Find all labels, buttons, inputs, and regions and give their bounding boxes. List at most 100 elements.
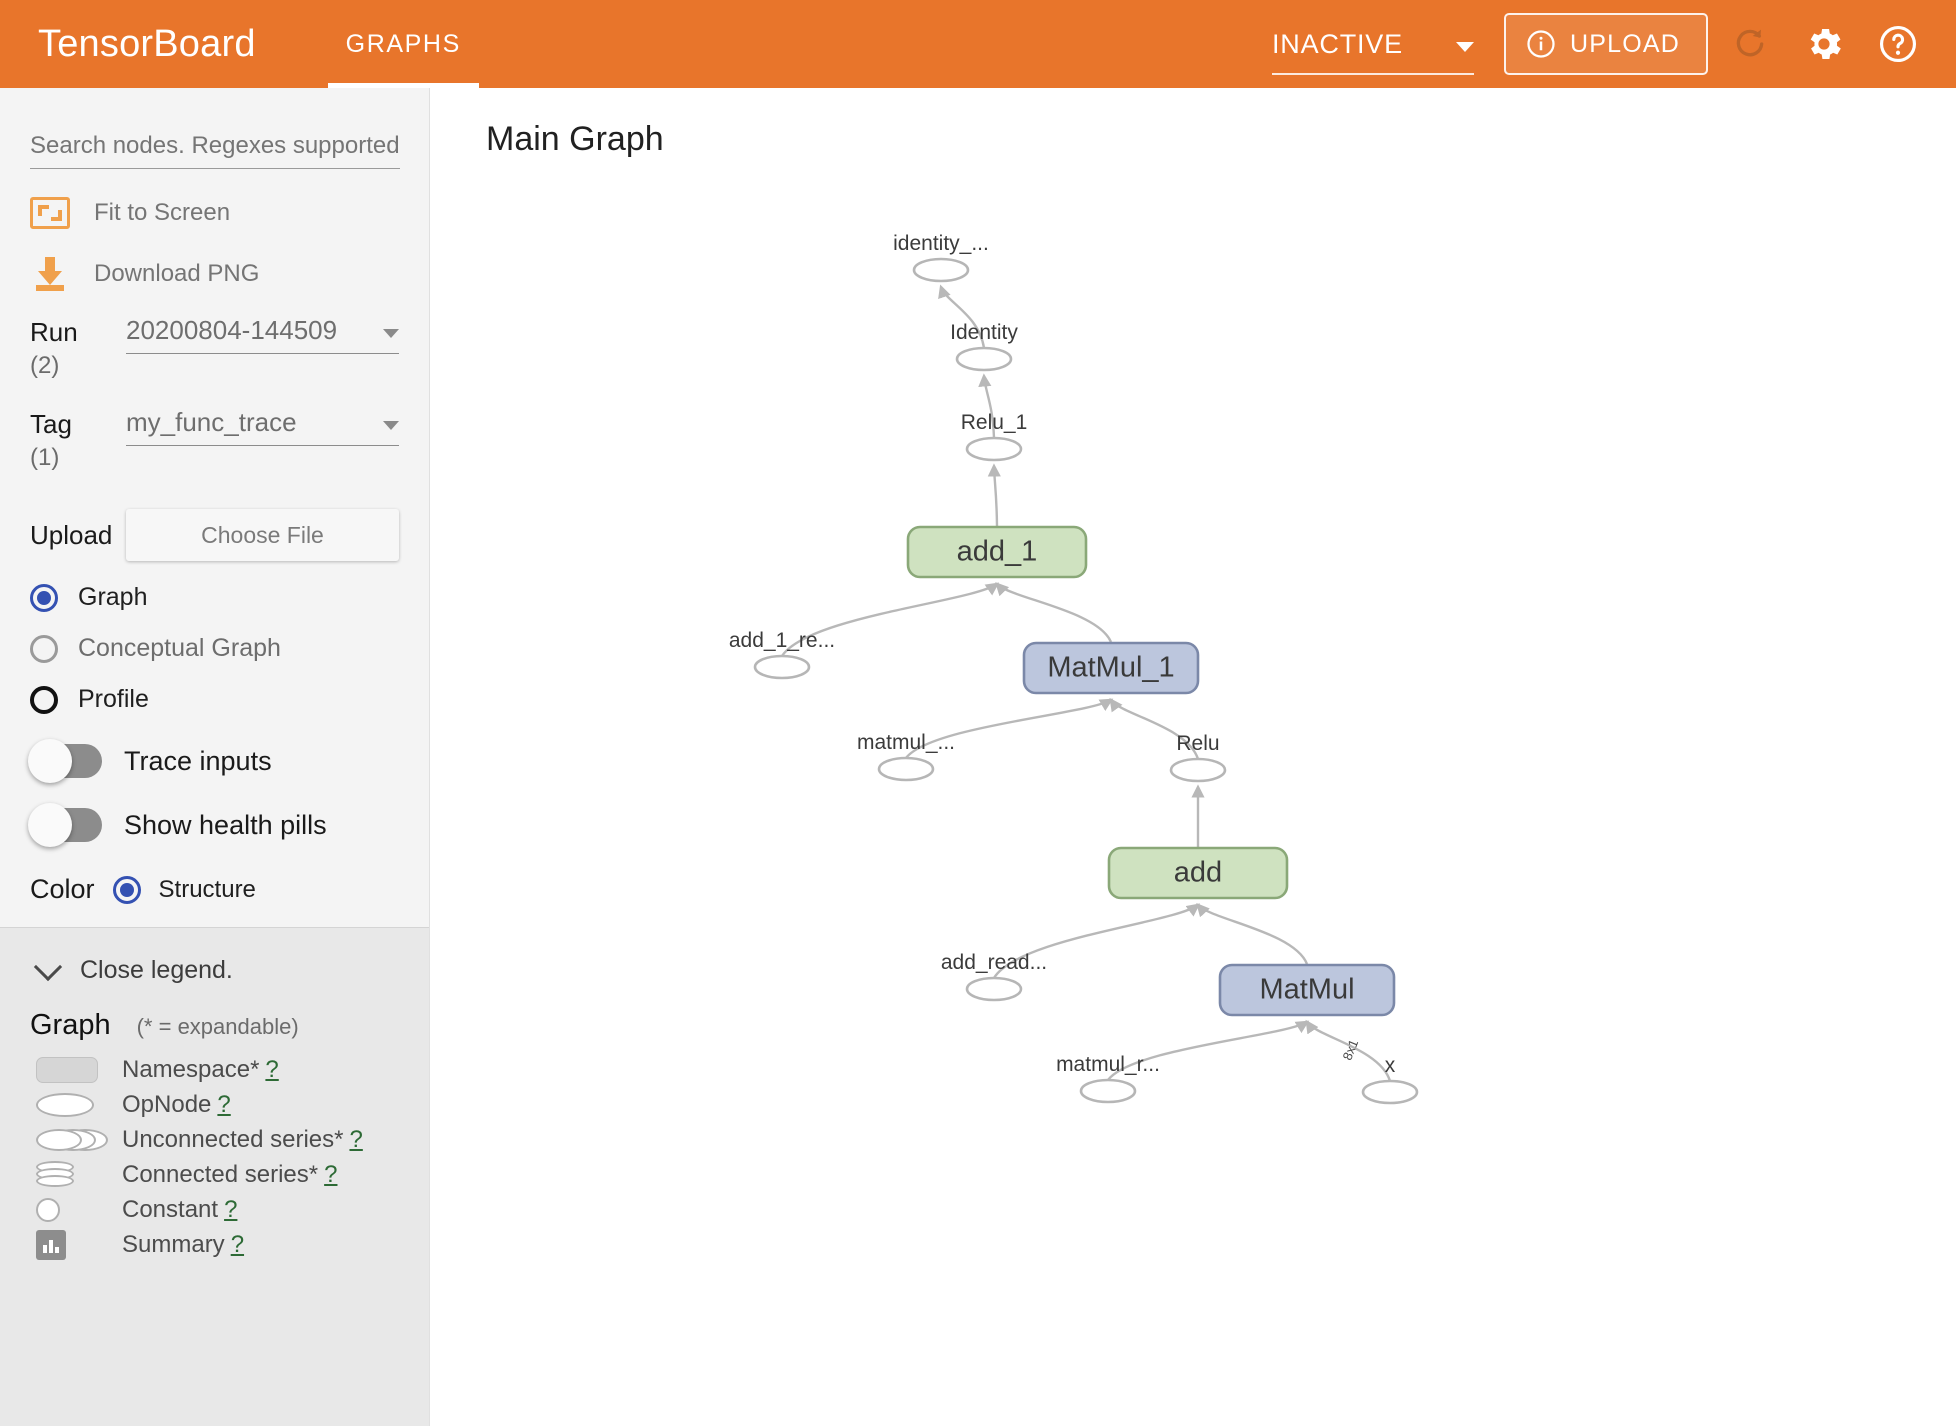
op-node-shape (1361, 1079, 1419, 1105)
graph-edge (978, 373, 996, 439)
graph-edge (905, 698, 1114, 759)
op-node-shape (955, 346, 1013, 372)
namespace-shape-icon (30, 1056, 122, 1083)
sidebar-controls: Fit to Screen Download PNG Run (2) 20200… (0, 88, 429, 927)
node-label: MatMul (1259, 974, 1354, 1006)
legend-item-namespace: Namespace* ? (30, 1054, 399, 1085)
legend-item-opnode: OpNode ? (30, 1089, 399, 1120)
legend-header: Graph (* = expandable) (30, 1009, 399, 1042)
upload-field: Upload Choose File (30, 509, 399, 561)
legend-item-label: Summary (122, 1230, 225, 1258)
graph-edge (987, 463, 1001, 527)
graph-edge (1305, 1019, 1392, 1082)
graph-node-matmul_read1[interactable]: matmul_... (857, 731, 955, 782)
sidebar-divider (0, 927, 429, 928)
graph-node-add_1_read[interactable]: add_1_re... (729, 629, 835, 680)
download-png-action[interactable]: Download PNG (30, 257, 399, 291)
sidebar: Fit to Screen Download PNG Run (2) 20200… (0, 88, 430, 1426)
graph-node-Relu[interactable]: Relu (1169, 732, 1227, 783)
legend-item-connected-series: Connected series* ? (30, 1159, 399, 1190)
help-icon (1879, 25, 1917, 63)
op-node-shape (877, 756, 935, 782)
toggle-show-health-pills[interactable]: Show health pills (28, 803, 399, 847)
graph-edge (995, 582, 1113, 643)
toggle-trace-inputs-switch (28, 739, 102, 783)
toggle-trace-inputs-label: Trace inputs (124, 745, 272, 776)
graph-node-MatMul[interactable]: MatMul (1218, 963, 1396, 1017)
toggle-show-health-pills-switch (28, 803, 102, 847)
legend-item-label: Connected series* (122, 1160, 319, 1188)
op-node-shape (965, 436, 1023, 462)
constant-shape-icon (30, 1197, 122, 1222)
matmul-node-shape (1218, 963, 1396, 1017)
graph-node-matmul_read[interactable]: matmul_r... (1056, 1053, 1160, 1104)
close-legend-label: Close legend. (80, 956, 233, 984)
search-input[interactable] (30, 132, 400, 169)
legend-help-link[interactable]: ? (224, 1195, 238, 1223)
legend-item-label: Namespace* (122, 1055, 260, 1083)
help-button[interactable] (1866, 12, 1930, 76)
tab-graphs[interactable]: GRAPHS (327, 0, 480, 88)
legend-help-link[interactable]: ? (265, 1055, 279, 1083)
fit-to-screen-action[interactable]: Fit to Screen (30, 197, 399, 229)
tag-label: Tag (30, 409, 72, 439)
node-label: x (1385, 1054, 1396, 1077)
settings-button[interactable] (1792, 12, 1856, 76)
graph-edge (1107, 1020, 1310, 1081)
radio-graph-indicator (30, 583, 58, 612)
run-dropdown[interactable]: 20200804-144509 (126, 315, 399, 354)
run-field: Run (2) 20200804-144509 (30, 315, 399, 383)
legend-panel: Close legend. Graph (* = expandable) Nam… (0, 928, 429, 1426)
graph-node-add_1[interactable]: add_1 (906, 525, 1088, 579)
graph-node-add[interactable]: add (1107, 846, 1289, 900)
run-count: (2) (30, 352, 60, 379)
radio-color-structure-indicator[interactable] (112, 875, 141, 904)
legend-list: Namespace* ? OpNode ? Unconnected series… (30, 1054, 399, 1260)
legend-help-link[interactable]: ? (324, 1160, 338, 1188)
info-icon (1527, 30, 1555, 58)
radio-profile[interactable]: Profile (30, 685, 399, 714)
tag-value: my_func_trace (126, 407, 297, 437)
chevron-down-icon (33, 952, 63, 981)
legend-help-link[interactable]: ? (349, 1125, 363, 1153)
tag-field: Tag (1) my_func_trace (30, 407, 399, 475)
tag-field-labels: Tag (1) (30, 407, 126, 475)
app-header: TensorBoard GRAPHS INACTIVE UPLOAD (0, 0, 1956, 88)
graph-edge (780, 582, 1000, 657)
legend-item-label: OpNode (122, 1090, 212, 1118)
chevron-down-icon (383, 329, 399, 338)
radio-profile-indicator (30, 685, 58, 714)
legend-item-summary: Summary ? (30, 1229, 399, 1260)
refresh-icon (1736, 29, 1764, 57)
refresh-button[interactable] (1718, 12, 1782, 76)
graph-node-Identity[interactable]: Identity (950, 321, 1018, 372)
node-label: matmul_... (857, 731, 955, 754)
summary-shape-icon (30, 1229, 122, 1260)
graph-node-MatMul_1[interactable]: MatMul_1 (1022, 641, 1200, 695)
legend-help-link[interactable]: ? (230, 1230, 245, 1258)
graph-node-add_read[interactable]: add_read... (941, 951, 1047, 1002)
legend-help-link[interactable]: ? (217, 1090, 231, 1118)
tag-dropdown[interactable]: my_func_trace (126, 407, 399, 446)
choose-file-button[interactable]: Choose File (126, 509, 399, 561)
opnode-shape-icon (30, 1092, 122, 1117)
radio-graph-label: Graph (78, 583, 148, 611)
upload-button[interactable]: UPLOAD (1503, 13, 1708, 75)
connected-series-shape-icon (30, 1160, 122, 1189)
radio-conceptual-graph-label: Conceptual Graph (78, 634, 281, 662)
edge-label: 8x1 (1339, 1037, 1361, 1062)
radio-graph[interactable]: Graph (30, 583, 399, 612)
run-status-dropdown[interactable]: INACTIVE (1271, 29, 1474, 75)
tag-count: (1) (30, 444, 60, 471)
radio-conceptual-graph[interactable]: Conceptual Graph (30, 634, 399, 663)
header-right-controls: INACTIVE UPLOAD (1271, 0, 1930, 88)
graph-node-identity_1[interactable]: identity_... (893, 232, 989, 283)
graph-node-x[interactable]: x (1361, 1054, 1419, 1105)
close-legend-button[interactable]: Close legend. (30, 952, 399, 985)
graph-edge (1109, 697, 1200, 760)
graph-node-Relu_1[interactable]: Relu_1 (961, 411, 1028, 462)
toggle-trace-inputs[interactable]: Trace inputs (28, 739, 399, 783)
legend-item-label: Constant (122, 1195, 219, 1223)
